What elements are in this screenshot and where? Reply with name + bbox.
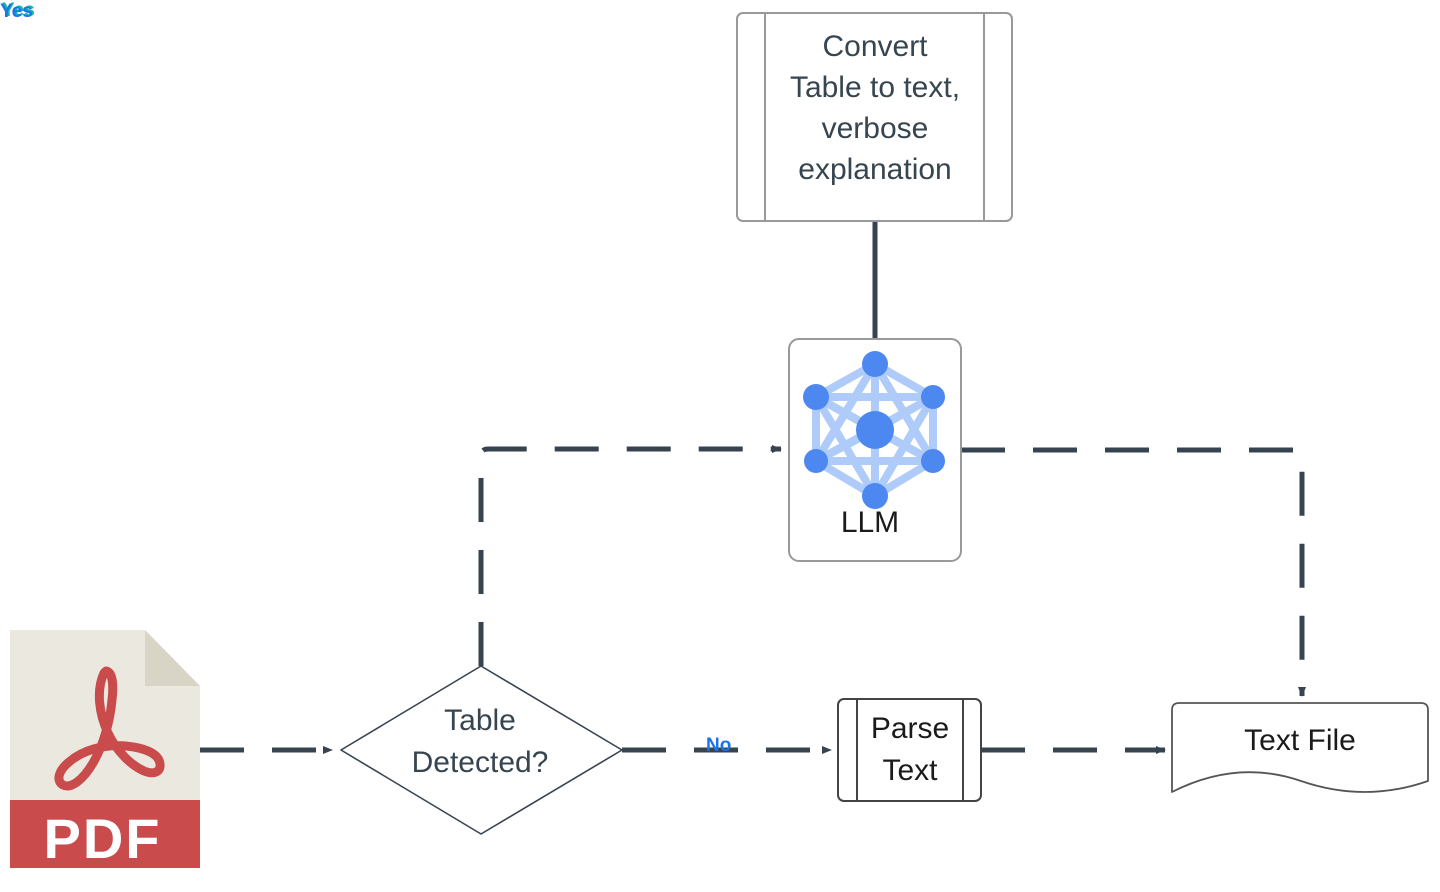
text-file-output-node[interactable] bbox=[1171, 702, 1429, 793]
pdf-file-icon[interactable] bbox=[10, 630, 200, 868]
table-detected-decision-node[interactable] bbox=[340, 665, 623, 835]
parse-text-process-node[interactable] bbox=[837, 698, 982, 802]
neural-network-icon bbox=[803, 351, 945, 509]
convert-process-node[interactable] bbox=[736, 12, 1013, 222]
edge-label-yes-main: Yes bbox=[0, 1, 33, 22]
edge-label-no: No bbox=[706, 735, 732, 756]
edge-llm-to-output bbox=[961, 447, 1306, 697]
edge-label-yes-shadow: Yes bbox=[2, 0, 35, 21]
edge-label-yes: Yes Yes bbox=[0, 0, 60, 26]
pdf-file-label: PDF bbox=[43, 807, 162, 870]
edge-decision-yes-to-llm bbox=[478, 445, 782, 666]
